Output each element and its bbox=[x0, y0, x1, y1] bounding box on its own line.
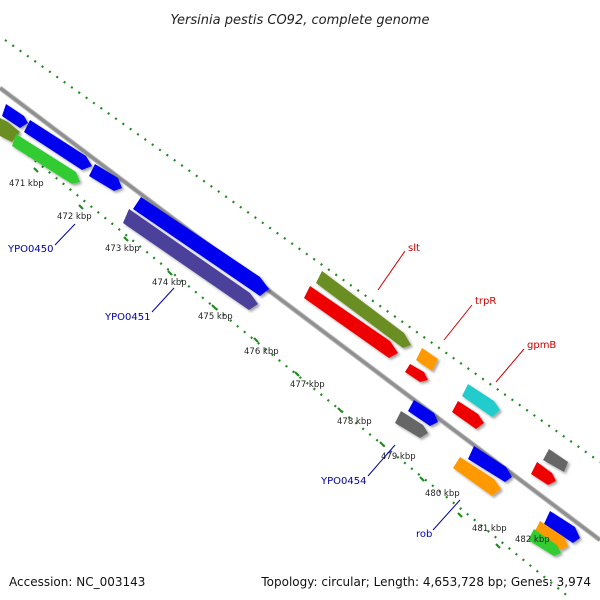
gene-label-slt: slt bbox=[408, 243, 420, 254]
label-leaders bbox=[54, 223, 525, 531]
feature-blue-YPO0450 bbox=[133, 197, 269, 296]
leader-YPO0454 bbox=[367, 444, 396, 477]
feature-blue bbox=[544, 511, 580, 543]
gene-label-trpR: trpR bbox=[475, 296, 496, 307]
feature-olive-slt bbox=[316, 271, 411, 348]
major-tick bbox=[495, 543, 501, 549]
feature-red bbox=[304, 286, 398, 358]
genome-backbone bbox=[0, 86, 600, 542]
kbp-label: 477 kbp bbox=[290, 380, 325, 390]
major-tick bbox=[379, 441, 385, 447]
leader-slt bbox=[377, 250, 406, 291]
major-tick bbox=[294, 371, 300, 377]
major-tick bbox=[211, 304, 217, 310]
major-tick bbox=[419, 476, 425, 482]
feature-red bbox=[405, 364, 428, 382]
feature-blue bbox=[468, 446, 512, 482]
leader-trpR bbox=[443, 304, 473, 341]
gene-label-YPO0450: YPO0450 bbox=[7, 244, 53, 255]
accession-text: Accession: NC_003143 bbox=[9, 575, 145, 589]
feature-blue bbox=[24, 120, 92, 170]
kbp-label: 480 kbp bbox=[425, 489, 460, 499]
kbp-labels: 471 kbp 472 kbp 473 kbp 474 kbp 475 kbp … bbox=[9, 179, 550, 545]
feature-green bbox=[12, 134, 80, 184]
map-title: Yersinia pestis CO92, complete genome bbox=[171, 13, 430, 28]
feature-blue bbox=[408, 400, 438, 426]
gene-label-gpmB: gpmB bbox=[527, 340, 556, 351]
feature-orange-trpR bbox=[416, 348, 438, 371]
topology-summary: Topology: circular; Length: 4,653,728 bp… bbox=[260, 575, 591, 589]
features bbox=[0, 104, 580, 556]
feature-red bbox=[452, 401, 484, 429]
tick-rings bbox=[0, 39, 600, 599]
major-tick bbox=[167, 270, 173, 276]
feature-orange-rob bbox=[453, 457, 501, 496]
feature-gray bbox=[395, 411, 428, 438]
gene-label-rob: rob bbox=[416, 529, 432, 540]
kbp-label: 481 kbp bbox=[472, 524, 507, 534]
major-tick bbox=[457, 512, 463, 518]
feature-cyan-gpmB bbox=[462, 384, 500, 417]
leader-rob bbox=[432, 499, 461, 531]
leader-YPO0450 bbox=[54, 223, 76, 246]
gene-label-YPO0451: YPO0451 bbox=[104, 312, 150, 323]
kbp-label: 474 kbp bbox=[152, 278, 187, 288]
kbp-label: 473 kbp bbox=[105, 244, 140, 254]
feature-purple-YPO0451 bbox=[123, 209, 258, 310]
gene-label-YPO0454: YPO0454 bbox=[320, 476, 366, 487]
kbp-label: 472 kbp bbox=[57, 212, 92, 222]
feature-gray bbox=[543, 449, 568, 472]
outer-tick-ring bbox=[4, 39, 600, 463]
major-ticks bbox=[33, 167, 501, 549]
kbp-label: 478 kbp bbox=[337, 417, 372, 427]
kbp-label: 475 kbp bbox=[198, 312, 233, 322]
feature-orange bbox=[534, 521, 568, 550]
feature-red bbox=[531, 462, 556, 485]
feature-green bbox=[528, 529, 561, 556]
kbp-label: 476 kbp bbox=[244, 347, 279, 357]
leader-gpmB bbox=[495, 348, 525, 383]
major-tick bbox=[78, 204, 84, 210]
feature-blue bbox=[2, 104, 28, 128]
major-tick bbox=[123, 236, 129, 242]
major-tick bbox=[337, 407, 343, 413]
feature-olive bbox=[0, 118, 20, 142]
inner-tick-ring bbox=[0, 131, 571, 599]
leader-YPO0451 bbox=[151, 287, 175, 313]
gene-labels: YPO0450 YPO0451 YPO0454 rob slt trpR gpm… bbox=[7, 243, 556, 540]
kbp-label: 479 kbp bbox=[381, 452, 416, 462]
feature-blue bbox=[89, 164, 122, 191]
kbp-label: 482 kbp bbox=[515, 535, 550, 545]
backbone-line-core bbox=[0, 86, 600, 542]
major-tick bbox=[33, 167, 39, 173]
major-tick bbox=[253, 337, 259, 343]
kbp-label: 471 kbp bbox=[9, 179, 44, 189]
